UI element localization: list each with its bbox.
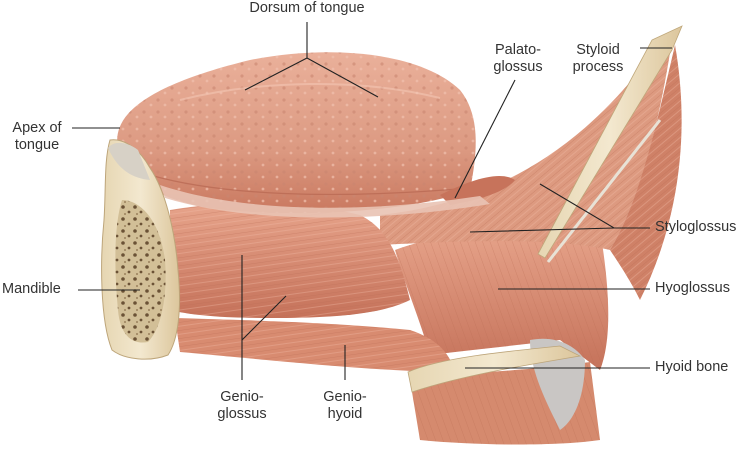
label-geniohyoid-line2: hyoid bbox=[327, 406, 363, 422]
label-geniohyoid-line1: Genio- bbox=[323, 389, 367, 405]
palatoglossus-muscle bbox=[160, 175, 515, 218]
hyoid-bone bbox=[407, 345, 582, 393]
label-apex-line1: Apex of bbox=[12, 120, 62, 136]
label-geniohyoid: Genio- hyoid bbox=[310, 389, 380, 423]
label-apex-of-tongue: Apex of tongue bbox=[0, 120, 74, 154]
label-genioglossus-line2: glossus bbox=[217, 406, 267, 422]
mandible-bone bbox=[101, 139, 180, 360]
label-palatoglossus-line2: glossus bbox=[493, 59, 543, 75]
styloid-process-bone bbox=[537, 25, 683, 263]
label-palatoglossus-line1: Palato- bbox=[495, 42, 541, 58]
geniohyoid-muscle bbox=[175, 318, 455, 372]
label-styloid-line2: process bbox=[572, 59, 624, 75]
leader-styloglossus bbox=[469, 183, 650, 233]
hyoglossus-muscle bbox=[395, 226, 609, 370]
leader-lines bbox=[72, 22, 672, 380]
leader-genioglossus bbox=[241, 255, 287, 380]
label-styloid-process: Styloid process bbox=[558, 42, 638, 76]
label-styloid-line1: Styloid bbox=[576, 42, 620, 58]
label-hyoid-bone: Hyoid bone bbox=[655, 359, 729, 375]
tongue-dorsum bbox=[117, 52, 476, 214]
label-hyoglossus: Hyoglossus bbox=[655, 280, 730, 296]
label-palatoglossus: Palato- glossus bbox=[482, 42, 554, 76]
infrahyoid-muscles bbox=[410, 338, 600, 445]
genioglossus-muscle bbox=[170, 203, 410, 318]
label-genioglossus-line1: Genio- bbox=[220, 389, 264, 405]
label-mandible: Mandible bbox=[2, 281, 61, 297]
label-apex-line2: tongue bbox=[14, 137, 60, 153]
label-genioglossus: Genio- glossus bbox=[205, 389, 279, 423]
leader-palatoglossus bbox=[454, 79, 516, 199]
label-styloglossus: Styloglossus bbox=[655, 219, 737, 235]
label-dorsum-of-tongue: Dorsum of tongue bbox=[249, 0, 365, 16]
leader-dorsum bbox=[244, 22, 379, 98]
